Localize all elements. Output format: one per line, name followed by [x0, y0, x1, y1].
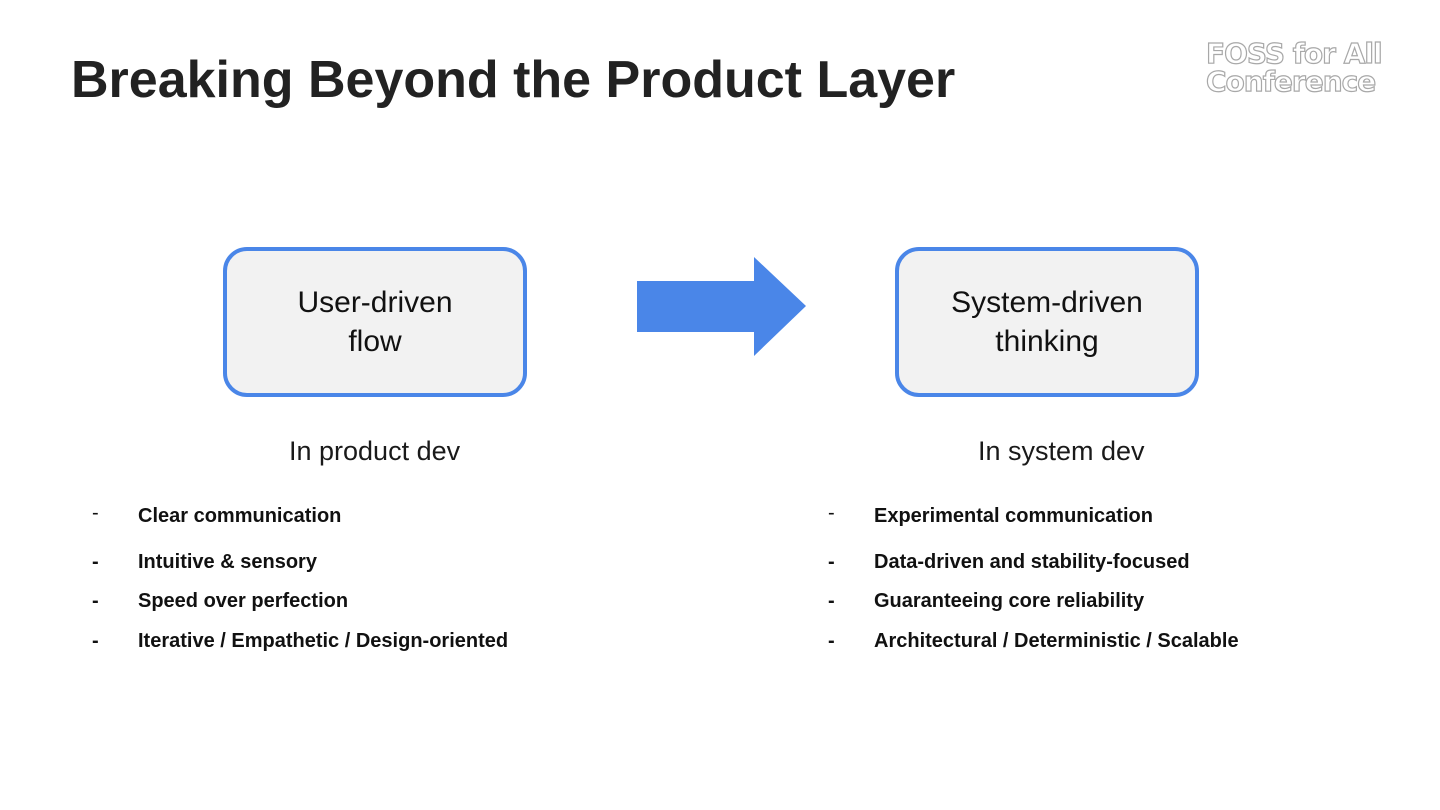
user-driven-box-label: User-driven flow: [297, 286, 453, 358]
system-dev-caption: In system dev: [978, 436, 1145, 466]
product-dev-caption: In product dev: [289, 436, 461, 466]
list-item: - Speed over perfection: [92, 590, 349, 612]
slide-title: Breaking Beyond the Product Layer: [71, 51, 956, 109]
list-item: - Intuitive & sensory: [92, 551, 317, 573]
arrow-shape: [637, 257, 806, 356]
dash-marker: -: [828, 551, 835, 573]
system-driven-box: System-driven thinking: [895, 247, 1199, 397]
dash-marker: -: [92, 502, 99, 524]
dash-marker: -: [828, 630, 835, 652]
logo-line-2: Conference: [1205, 65, 1376, 98]
dash-marker: -: [92, 551, 99, 573]
logo-line-1: FOSS for All: [1205, 37, 1383, 70]
dash-marker: -: [828, 590, 835, 612]
dash-marker: -: [92, 630, 99, 652]
list-item: - Iterative / Empathetic / Design-orient…: [92, 630, 509, 652]
list-item: - Guaranteeing core reliability: [828, 590, 1145, 612]
list-item: - Architectural / Deterministic / Scalab…: [828, 630, 1239, 652]
dash-marker: -: [828, 502, 835, 524]
user-driven-box: User-driven flow: [223, 247, 527, 397]
conference-logo: FOSS for All Conference: [1205, 37, 1383, 98]
dash-marker: -: [92, 590, 99, 612]
right-arrow-icon: [637, 257, 806, 356]
list-item: - Clear communication: [92, 502, 342, 527]
list-item: - Data-driven and stability-focused: [828, 551, 1190, 573]
list-item: - Experimental communication: [828, 502, 1153, 527]
system-driven-box-label: System-driven thinking: [951, 286, 1143, 358]
